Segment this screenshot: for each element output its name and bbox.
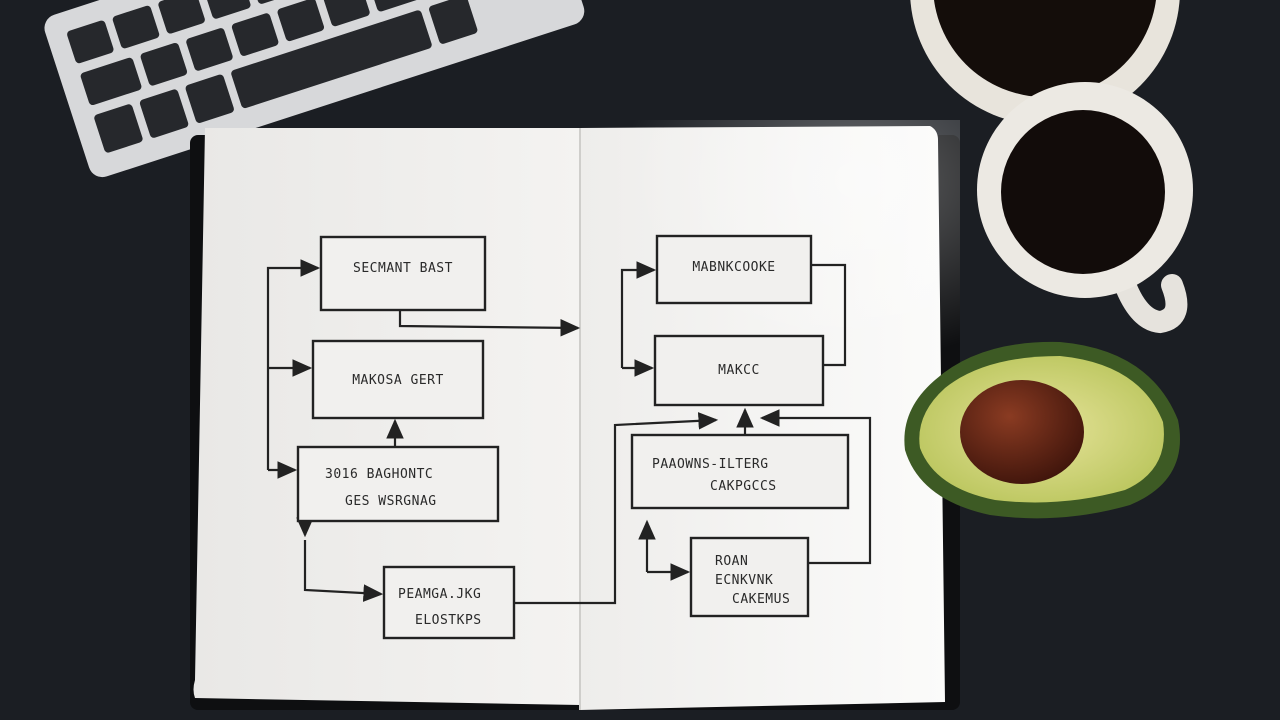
avocado-pit	[960, 380, 1084, 484]
box-label: CAKEMUS	[732, 592, 790, 607]
box-label: MABNKCOOKE	[692, 260, 775, 275]
box-label: ECNKVNK	[715, 573, 773, 588]
flowchart-box: PAAOWNS-ILTERG CAKPGCCS	[630, 433, 850, 510]
keyboard	[44, 0, 585, 178]
avocado	[904, 341, 1180, 519]
flowchart-box: MABNKCOOKE	[655, 234, 813, 305]
flowchart-box: ROAN ECNKVNK CAKEMUS	[689, 536, 810, 618]
cup-handle	[1109, 259, 1188, 334]
box-label: CAKPGCCS	[710, 479, 777, 494]
box-label: 3016 BAGHONTC	[325, 467, 433, 482]
box-label: ROAN	[715, 554, 748, 569]
notebook	[190, 120, 960, 710]
flowchart-connectors	[266, 259, 872, 605]
flowchart-box: PEAMGA.JKG ELOSTKPS	[382, 565, 516, 640]
flowchart-box: 3016 BAGHONTC GES WSRGNAG	[296, 445, 500, 523]
box-label: SECMANT BAST	[353, 261, 453, 276]
flowchart-box: MAKCC	[653, 334, 825, 407]
flowchart-box: MAKOSA GERT	[311, 339, 485, 420]
flowchart-box: SECMANT BAST	[319, 235, 487, 312]
box-label: PAAOWNS-ILTERG	[652, 457, 769, 472]
box-label: MAKOSA GERT	[352, 373, 444, 388]
box-label: PEAMGA.JKG	[398, 587, 481, 602]
box-label: GES WSRGNAG	[345, 494, 437, 509]
box-label: ELOSTKPS	[415, 613, 482, 628]
box-label: MAKCC	[718, 363, 760, 378]
coffee-cup	[977, 82, 1193, 334]
